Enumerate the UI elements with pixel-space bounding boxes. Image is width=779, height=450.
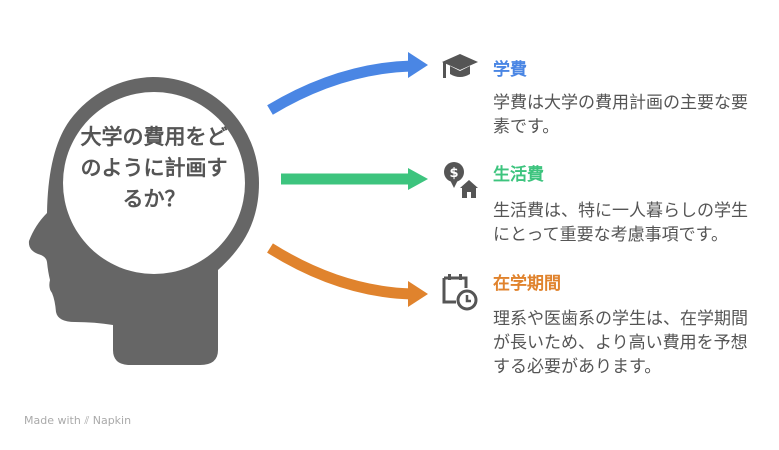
footer-text: Made with <box>24 414 81 427</box>
money-house-icon: $ <box>444 162 478 198</box>
item-title-tuition: 学費 <box>493 60 527 80</box>
central-question: 大学の費用をどのように計画するか？ <box>80 125 228 211</box>
item-body-living: 生活費は、特に一人暮らしの学生にとって重要な考慮事項です。 <box>493 201 748 245</box>
item-title-living: 生活費 <box>493 165 544 185</box>
arrow-1-head <box>408 52 428 78</box>
item-body-duration: 理系や医歯系の学生は、在学期間が長いため、より高い費用を予想する必要があります。 <box>493 309 748 377</box>
item-body-tuition: 学費は大学の費用計画の主要な要素です。 <box>493 93 748 137</box>
arrow-3 <box>267 243 413 300</box>
made-with-napkin: Made with ⫽ Napkin <box>24 414 132 427</box>
item-title-duration: 在学期間 <box>493 274 561 294</box>
arrow-3-head <box>408 281 428 307</box>
calendar-clock-icon <box>442 274 478 311</box>
thought-circle <box>63 92 245 274</box>
svg-text:$: $ <box>449 166 458 181</box>
arrow-2-head <box>408 168 428 190</box>
arrow-1 <box>267 60 413 115</box>
footer-brand: Napkin <box>92 414 132 427</box>
graduation-cap-icon <box>442 54 478 78</box>
